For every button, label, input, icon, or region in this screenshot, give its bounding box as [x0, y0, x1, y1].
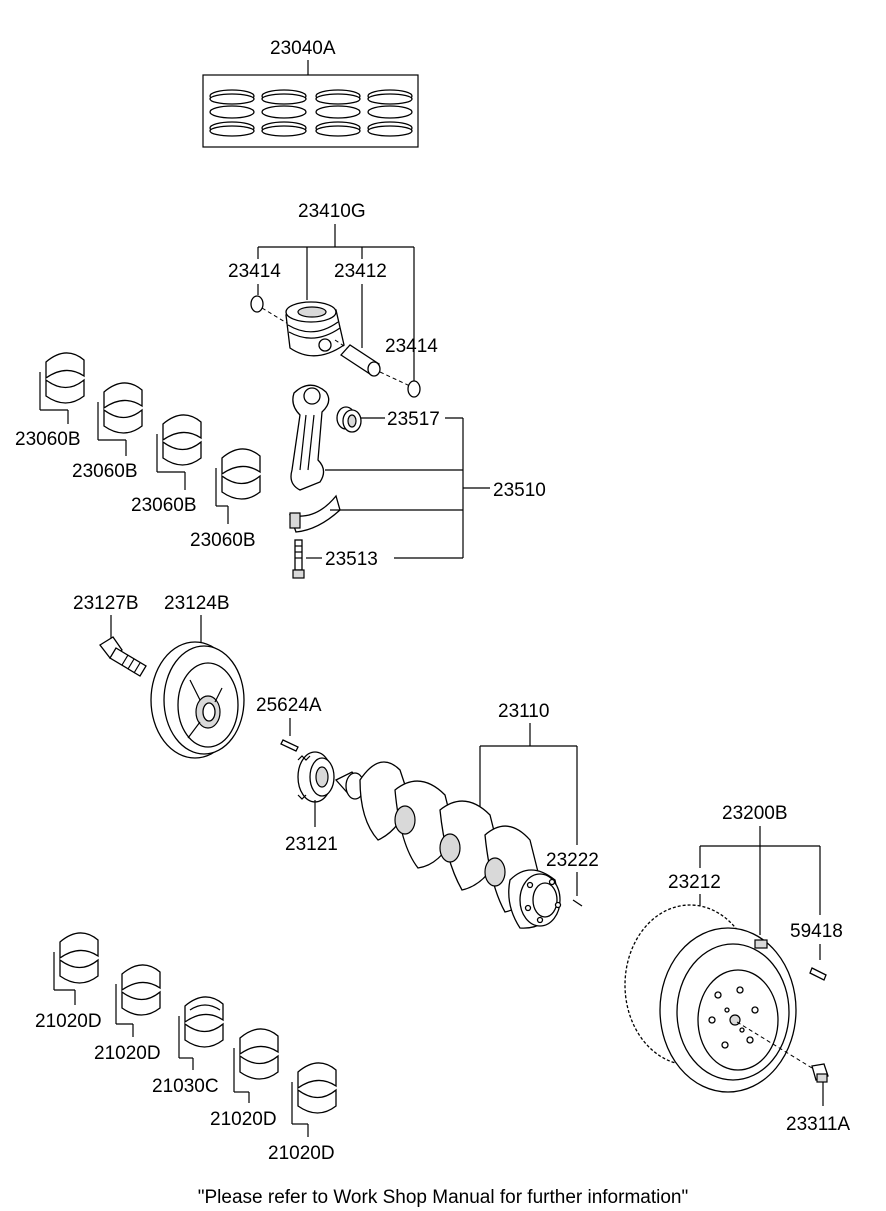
rod-bearing-4[interactable]: 23060B [190, 448, 261, 551]
rod-cap-part [289, 494, 341, 533]
connecting-rod-part [290, 384, 330, 491]
key-part [280, 739, 299, 752]
label-21020D-3: 21020D [210, 1109, 277, 1130]
main-bearing-3[interactable]: 21020D [210, 1028, 279, 1130]
damper-pulley-part [150, 641, 245, 759]
ring-stack-4 [367, 89, 413, 137]
label-23124B: 23124B [164, 593, 230, 614]
main-bearing-1[interactable]: 21020D [35, 932, 102, 1032]
ring-stack-2 [261, 89, 307, 137]
label-59418: 59418 [790, 921, 843, 942]
thrust-bearing[interactable]: 21030C [152, 996, 224, 1097]
snap-ring-right-part [407, 380, 421, 398]
main-bearing-4[interactable]: 21020D [268, 1062, 337, 1164]
label-23060B-2: 23060B [72, 461, 138, 482]
label-23414-left: 23414 [228, 261, 281, 282]
label-23121: 23121 [285, 834, 338, 855]
piston-pin-part [340, 344, 381, 377]
rod-bolt-part [292, 539, 305, 579]
label-21030C: 21030C [152, 1076, 219, 1097]
label-23513: 23513 [325, 549, 378, 570]
label-23060B-3: 23060B [131, 495, 197, 516]
rod-bearing-2[interactable]: 23060B [72, 382, 143, 482]
bushing-part [336, 406, 362, 433]
dowel-part [809, 967, 827, 981]
flywheel-bolt-part [811, 1063, 829, 1083]
footer-note: "Please refer to Work Shop Manual for fu… [198, 1187, 688, 1208]
label-23414-right: 23414 [385, 336, 438, 357]
label-21020D-2: 21020D [94, 1043, 161, 1064]
label-23060B-1: 23060B [15, 429, 81, 450]
crankshaft[interactable]: 23110 23222 [334, 701, 599, 929]
label-23311A: 23311A [786, 1114, 850, 1135]
connecting-rod-assy[interactable]: 23517 23510 23513 [289, 384, 546, 579]
piston-part [285, 301, 345, 357]
pulley-bolt-part [99, 636, 147, 677]
key[interactable]: 25624A [256, 695, 322, 752]
snap-ring-left-part [250, 295, 264, 313]
rod-bearing-3[interactable]: 23060B [131, 414, 202, 516]
label-23510: 23510 [493, 480, 546, 501]
label-23127B: 23127B [73, 593, 139, 614]
pin-part [572, 899, 583, 907]
sprocket-part [297, 751, 335, 803]
flywheel-part [624, 904, 797, 1093]
label-23412: 23412 [334, 261, 387, 282]
label-25624A: 25624A [256, 695, 322, 716]
label-23060B-4: 23060B [190, 530, 256, 551]
piston-assy[interactable]: 23410G 23414 23412 23414 [228, 201, 438, 398]
label-23222: 23222 [546, 850, 599, 871]
ring-stack-3 [315, 89, 361, 137]
main-bearing-2[interactable]: 21020D [94, 964, 161, 1064]
label-21020D-1: 21020D [35, 1011, 102, 1032]
label-23410G: 23410G [298, 201, 366, 222]
label-23110: 23110 [498, 701, 549, 722]
label-23212: 23212 [668, 872, 721, 893]
label-21020D-4: 21020D [268, 1143, 335, 1164]
pulley-bolt[interactable]: 23127B [73, 593, 147, 677]
crankshaft-part [334, 761, 562, 929]
piston-ring-set[interactable]: 23040A [202, 38, 419, 148]
sprocket[interactable]: 23121 [285, 751, 338, 855]
label-23040A: 23040A [270, 38, 336, 59]
label-23517: 23517 [387, 409, 440, 430]
flywheel-assy[interactable]: 23200B 23212 59418 23311A [624, 803, 850, 1135]
rod-bearing-1[interactable]: 23060B [15, 352, 85, 450]
damper-pulley[interactable]: 23124B [150, 593, 245, 759]
label-23200B: 23200B [722, 803, 788, 824]
ring-stack-1 [209, 89, 255, 137]
